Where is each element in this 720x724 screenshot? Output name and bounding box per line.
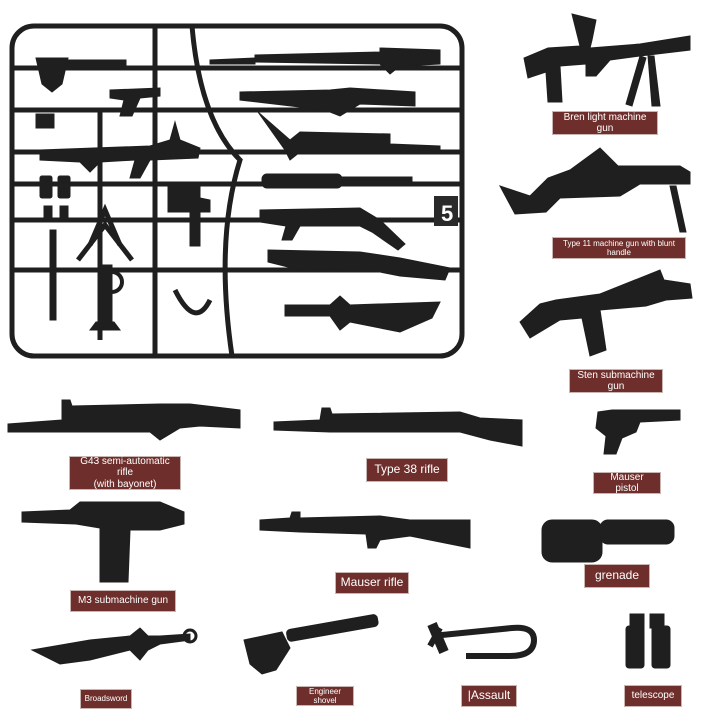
telescope-shape: [625, 613, 671, 669]
label-g43: G43 semi-automatic rifle (with bayonet): [69, 456, 181, 490]
mauser-pistol: [595, 409, 681, 455]
label-broadsword: Broadsword: [80, 689, 132, 709]
sprue-sten: [259, 207, 406, 251]
m3-smg: [21, 501, 185, 583]
sprue-type11: [257, 111, 441, 161]
label-mauser-pistol: Mauser pistol: [593, 472, 661, 494]
sprue-pistol: [109, 87, 161, 117]
label-mauser-rifle: Mauser rifle: [335, 572, 409, 594]
sprue-shovel: [35, 57, 127, 93]
sprue-g43: [239, 87, 416, 117]
shovel-shape: [243, 614, 379, 675]
bugle-shape: [427, 622, 538, 659]
label-type38: Type 38 rifle: [366, 458, 448, 482]
sprue-bayonet-rifle: [209, 57, 256, 65]
g43-rifle: [7, 399, 241, 441]
label-bren: Bren light machine gun: [552, 111, 658, 135]
sprue-mauser-rifle: [254, 47, 441, 75]
mauser-rifle: [259, 511, 471, 549]
bren-gun: [523, 13, 691, 107]
sprue-bayonet: [49, 229, 57, 321]
label-grenade: grenade: [584, 564, 650, 588]
label-sten: Sten submachine gun: [569, 369, 663, 393]
label-assault: |Assault: [461, 685, 517, 707]
sprue-number-plate: [434, 196, 458, 226]
sprue-number: 5: [441, 201, 453, 226]
type11-gun: [498, 147, 691, 233]
grenade-shape: [541, 519, 675, 563]
label-shovel: Engineer shovel: [296, 686, 354, 706]
sprue-bipod: [76, 203, 134, 262]
label-type11: Type 11 machine gun with blunt handle: [552, 237, 686, 259]
sprue-ak: [39, 120, 201, 179]
sprue-small-part: [35, 113, 55, 129]
sprue-m3: [167, 185, 211, 247]
label-telescope: telescope: [624, 685, 682, 707]
sten-gun: [519, 269, 693, 357]
sprue-trumpet: [89, 264, 124, 331]
type38-rifle: [273, 407, 523, 447]
sprue-hook: [172, 288, 213, 316]
sprue-rifle-2: [267, 249, 451, 281]
label-m3: M3 submachine gun: [70, 590, 176, 612]
sprue-grenade: [261, 173, 413, 189]
broadsword-shape: [30, 627, 198, 665]
sprue-binoculars: [39, 175, 71, 219]
sprue-broadsword: [284, 295, 441, 333]
